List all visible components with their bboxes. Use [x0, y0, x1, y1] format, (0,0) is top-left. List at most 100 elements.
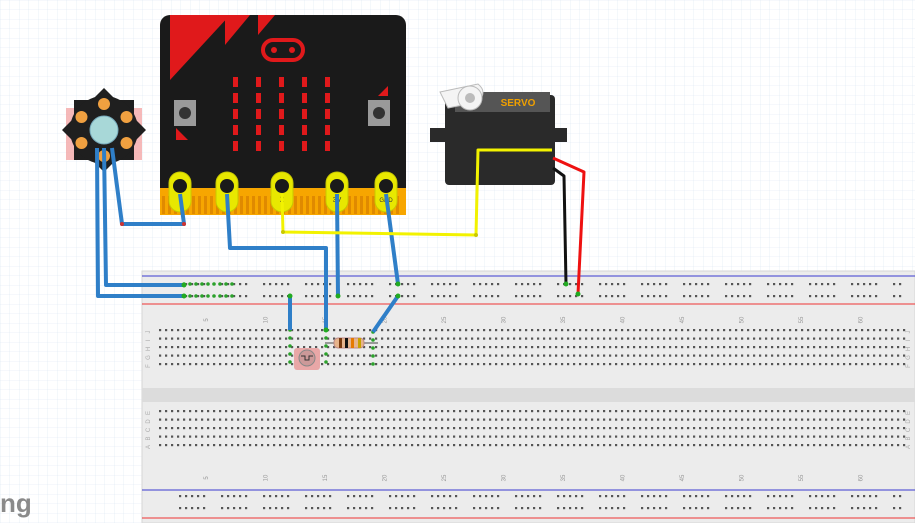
terminal-hole: [783, 418, 786, 421]
pin-2[interactable]: 2: [270, 171, 294, 213]
rail-hole: [623, 507, 626, 510]
terminal-hole: [735, 435, 738, 438]
terminal-hole: [339, 410, 342, 413]
terminal-hole: [789, 354, 792, 357]
photoresistor[interactable]: [294, 348, 320, 370]
terminal-hole: [381, 354, 384, 357]
rail-hole: [473, 507, 476, 510]
terminal-hole: [171, 329, 174, 332]
rail-hole: [695, 283, 698, 286]
terminal-hole: [369, 354, 372, 357]
pin-3v[interactable]: 3V: [325, 171, 349, 213]
terminal-hole: [879, 427, 882, 430]
terminal-hole: [561, 354, 564, 357]
terminal-hole: [897, 337, 900, 340]
terminal-hole: [849, 363, 852, 366]
terminal-hole: [555, 354, 558, 357]
rail-hole: [227, 495, 230, 498]
wire-gnd[interactable]: [384, 193, 400, 285]
terminal-hole: [693, 363, 696, 366]
wire-gnd-rail[interactable]: [371, 294, 400, 334]
wire-led-gnd[interactable]: [110, 147, 186, 226]
terminal-hole: [825, 418, 828, 421]
terminal-hole: [207, 444, 210, 447]
wire-pin1[interactable]: [225, 193, 328, 330]
terminal-hole: [519, 418, 522, 421]
terminal-hole: [609, 337, 612, 340]
terminal-hole: [789, 427, 792, 430]
rail-hole: [263, 495, 266, 498]
wire-led-green[interactable]: [102, 147, 184, 287]
edge-finger: [240, 196, 243, 214]
terminal-hole: [411, 337, 414, 340]
rail-hole: [269, 507, 272, 510]
rail-hole: [227, 507, 230, 510]
terminal-hole: [549, 337, 552, 340]
terminal-hole: [285, 444, 288, 447]
terminal-hole: [339, 435, 342, 438]
breadboard: 5510101515202025253030353540404545505055…: [141, 270, 915, 523]
terminal-hole: [669, 427, 672, 430]
terminal-hole: [777, 337, 780, 340]
terminal-hole: [435, 346, 438, 349]
terminal-hole: [807, 444, 810, 447]
terminal-hole: [747, 418, 750, 421]
terminal-hole: [381, 418, 384, 421]
terminal-hole: [693, 354, 696, 357]
terminal-hole: [639, 427, 642, 430]
terminal-hole: [315, 418, 318, 421]
button-b[interactable]: [368, 100, 390, 126]
terminal-hole: [507, 410, 510, 413]
wire-servo-ground[interactable]: [552, 166, 568, 285]
terminal-hole: [651, 363, 654, 366]
rail-hole: [287, 495, 290, 498]
terminal-hole: [441, 435, 444, 438]
terminal-hole: [729, 418, 732, 421]
terminal-hole: [651, 337, 654, 340]
terminal-hole: [669, 435, 672, 438]
terminal-hole: [177, 363, 180, 366]
terminal-hole: [363, 346, 366, 349]
wire-3v[interactable]: [335, 193, 340, 297]
terminal-hole: [585, 418, 588, 421]
wire-led-red[interactable]: [95, 147, 184, 298]
resistor[interactable]: [325, 337, 378, 349]
rail-hole: [401, 283, 404, 286]
rail-hole: [557, 495, 560, 498]
terminal-hole: [273, 410, 276, 413]
terminal-hole: [357, 418, 360, 421]
terminal-hole: [801, 346, 804, 349]
terminal-hole: [741, 418, 744, 421]
edge-finger: [354, 196, 357, 214]
terminal-hole: [315, 444, 318, 447]
row-letter: B: [146, 436, 152, 440]
wire-servo-power[interactable]: [552, 156, 586, 295]
terminal-hole: [867, 435, 870, 438]
led: [233, 77, 238, 87]
terminal-hole: [615, 435, 618, 438]
connected-hole: [224, 282, 228, 286]
terminal-hole: [381, 329, 384, 332]
button-a[interactable]: [174, 100, 196, 126]
terminal-hole: [717, 427, 720, 430]
terminal-hole: [795, 363, 798, 366]
rail-hole: [533, 295, 536, 298]
terminal-hole: [429, 329, 432, 332]
terminal-hole: [753, 337, 756, 340]
rail-hole: [557, 295, 560, 298]
connected-hole: [200, 294, 204, 298]
led: [256, 109, 261, 119]
terminal-hole: [213, 418, 216, 421]
pin-0[interactable]: [168, 171, 192, 213]
terminal-hole: [369, 427, 372, 430]
terminal-hole: [699, 354, 702, 357]
rail-hole: [443, 295, 446, 298]
servo-horn[interactable]: [439, 83, 484, 111]
terminal-hole: [495, 444, 498, 447]
terminal-hole: [321, 435, 324, 438]
terminal-hole: [375, 418, 378, 421]
terminal-hole: [363, 410, 366, 413]
terminal-hole: [333, 427, 336, 430]
terminal-hole: [567, 427, 570, 430]
